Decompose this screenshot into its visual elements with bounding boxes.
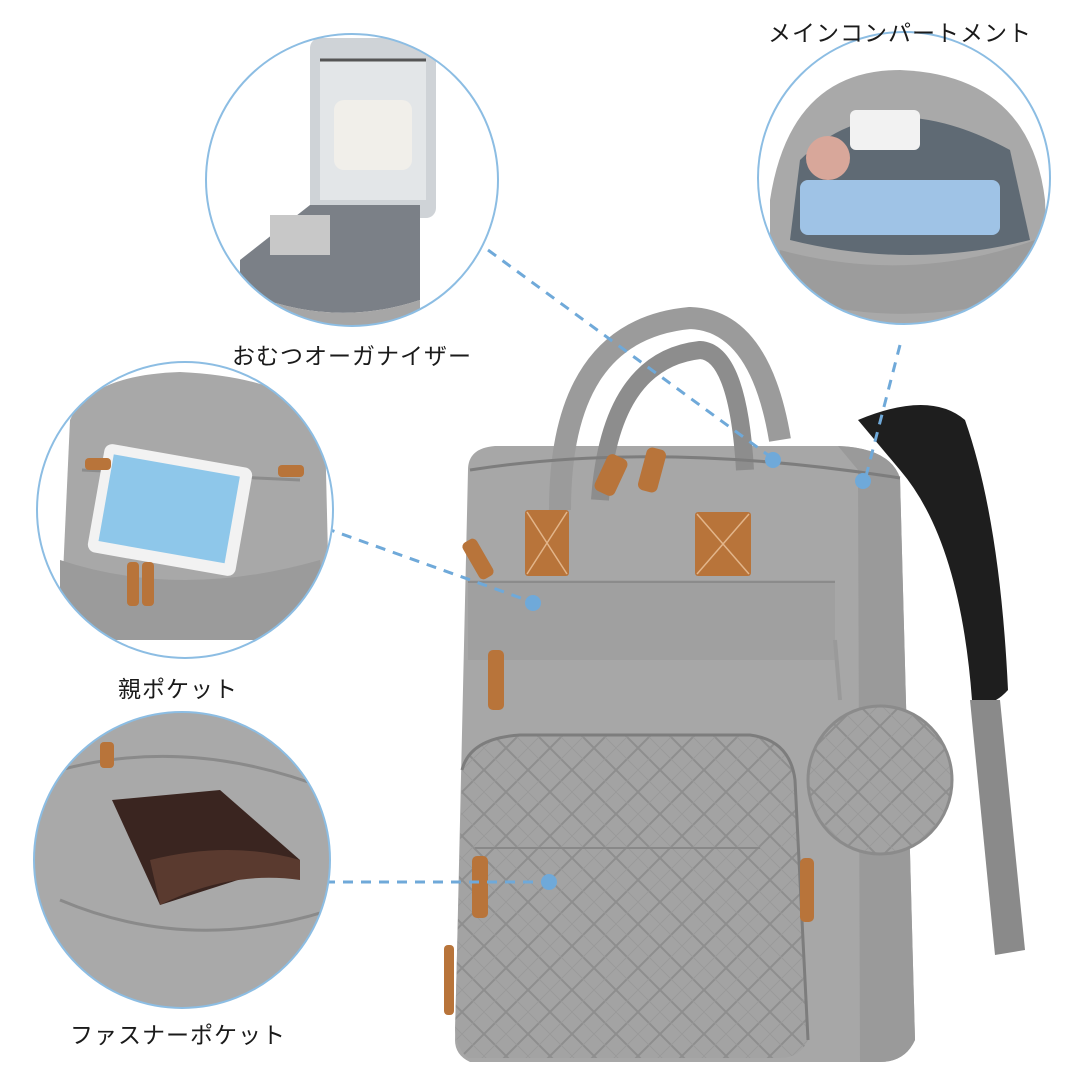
- detail-circle-zipper-pocket: [33, 711, 331, 1009]
- detail-circle-parent-pocket: [36, 361, 334, 659]
- pacifier-pouch: [806, 639, 954, 856]
- detail-circle-diaper-organizer: [205, 33, 499, 327]
- detail-circle-main-compartment: [757, 31, 1051, 325]
- zipper-pull: [800, 858, 814, 922]
- parent-pocket-label: 親ポケット: [118, 677, 238, 703]
- parent-pocket: [468, 580, 835, 660]
- callout-dots: [525, 452, 871, 890]
- shoulder-strap: [858, 405, 1008, 704]
- diaper-organizer-label: おむつオーガナイザー: [232, 344, 472, 370]
- side-strap: [970, 700, 1025, 955]
- top-zipper: [469, 455, 901, 480]
- front-pocket: [455, 735, 808, 1058]
- backpack-main: [444, 306, 1025, 1062]
- zipper-pull: [444, 945, 454, 1015]
- top-handle: [549, 306, 791, 511]
- zipper-pull: [472, 856, 488, 918]
- zipper-pocket-label: ファスナーポケット: [70, 1023, 286, 1049]
- zipper-pull: [462, 538, 494, 580]
- callout-lines: [324, 248, 902, 884]
- zipper-pull: [637, 447, 667, 493]
- zipper-pull: [594, 454, 628, 496]
- main-compartment-label: メインコンパートメント: [768, 21, 1032, 47]
